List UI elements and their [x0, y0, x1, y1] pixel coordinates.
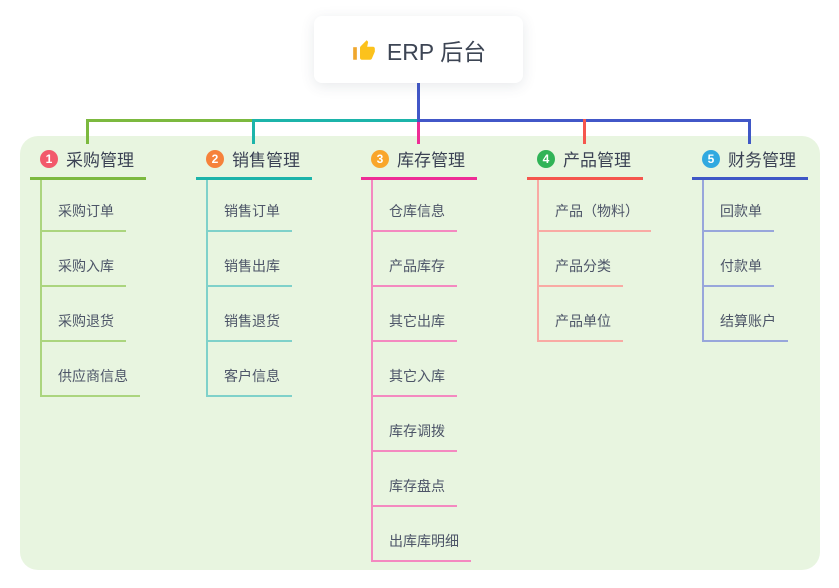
child-node[interactable]: 采购入库: [40, 257, 126, 287]
connector-drop-2: [252, 119, 255, 144]
child-node[interactable]: 库存调拨: [371, 422, 457, 452]
child-node[interactable]: 产品单位: [537, 312, 623, 342]
child-node[interactable]: 出库库明细: [371, 532, 471, 562]
child-node[interactable]: 产品（物料）: [537, 202, 651, 232]
child-node[interactable]: 库存盘点: [371, 477, 457, 507]
children-connector-line: [537, 180, 539, 342]
child-node[interactable]: 结算账户: [702, 312, 788, 342]
branches-panel: [20, 136, 820, 570]
child-node[interactable]: 采购退货: [40, 312, 126, 342]
connector-drop-3: [417, 122, 420, 144]
branch-label: 产品管理: [563, 151, 631, 170]
child-node[interactable]: 采购订单: [40, 202, 126, 232]
child-node[interactable]: 产品库存: [371, 257, 457, 287]
branch-underline: [692, 177, 808, 180]
child-node[interactable]: 回款单: [702, 202, 774, 232]
branch-label: 库存管理: [397, 151, 465, 170]
child-node[interactable]: 仓库信息: [371, 202, 457, 232]
branch-badge: 2: [206, 149, 224, 168]
branch-underline: [527, 177, 643, 180]
branch-badge: 1: [40, 149, 58, 168]
child-node[interactable]: 产品分类: [537, 257, 623, 287]
thumbs-up-icon: [351, 37, 377, 63]
branch-badge: 4: [537, 149, 555, 168]
root-node[interactable]: ERP 后台: [314, 16, 523, 83]
branch-label: 销售管理: [232, 151, 300, 170]
branch-label: 采购管理: [66, 151, 134, 170]
child-node[interactable]: 销售出库: [206, 257, 292, 287]
root-title: ERP 后台: [386, 38, 487, 65]
child-node[interactable]: 销售订单: [206, 202, 292, 232]
connector-drop-4: [583, 119, 586, 144]
branch-badge: 5: [702, 149, 720, 168]
children-connector-line: [702, 180, 704, 342]
branch-underline: [361, 177, 477, 180]
child-node[interactable]: 销售退货: [206, 312, 292, 342]
children-connector-line: [40, 180, 42, 397]
branch-badge: 3: [371, 149, 389, 168]
branch-underline: [30, 177, 146, 180]
child-node[interactable]: 其它入库: [371, 367, 457, 397]
branch-underline: [196, 177, 312, 180]
children-connector-line: [206, 180, 208, 397]
connector-bus-mid: [254, 119, 419, 122]
child-node[interactable]: 客户信息: [206, 367, 292, 397]
connector-drop-1: [86, 119, 89, 144]
children-connector-line: [371, 180, 373, 562]
child-node[interactable]: 其它出库: [371, 312, 457, 342]
child-node[interactable]: 付款单: [702, 257, 774, 287]
connector-drop-5: [748, 119, 751, 144]
child-node[interactable]: 供应商信息: [40, 367, 140, 397]
branch-label: 财务管理: [728, 151, 796, 170]
connector-bus-left: [87, 119, 254, 122]
root-stem-connector: [417, 83, 420, 122]
